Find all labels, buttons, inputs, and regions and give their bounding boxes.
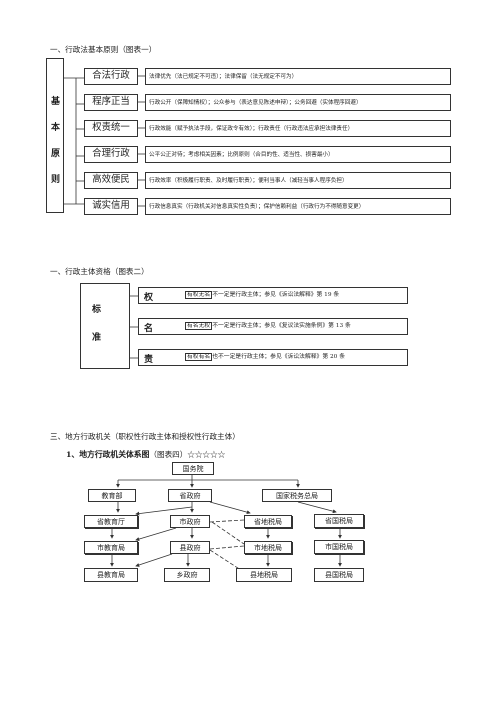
principle-desc-box: 行政效能（赋予执法手段，保证政令有效）；行政责任（行政违法应承担法律责任） (145, 120, 451, 137)
principle-desc-box: 行政效率（积极履行职责、及时履行职责）；便利当事人（减轻当事人程序负担） (145, 172, 451, 189)
section1-heading: 一、行政法基本原则（图表一） (50, 45, 157, 54)
principle-name: 程序正当 (84, 94, 138, 111)
principles-side-box (46, 58, 64, 213)
section2-heading: 一、行政主体资格（图表二） (50, 267, 149, 276)
principle-desc-box: 公平公正对待；考虑相关因素；比例原则（合目的性、适当性、损害最小） (145, 146, 451, 163)
principle-desc: 行政效率（积极履行职责、及时履行职责）；便利当事人（减轻当事人程序负担） (149, 178, 348, 184)
org-prov-local-tax: 省地税局 (244, 515, 292, 528)
org-county-gov: 县政府 (170, 541, 210, 554)
principle-desc: 行政公开（保障知情权）；公众参与（表达意见陈述申辩）；公务回避（实体程序回避） (149, 100, 362, 106)
principle-name: 权责统一 (84, 120, 138, 137)
org-ministry-education: 教育部 (88, 489, 136, 502)
org-prov-education: 省教育厅 (84, 515, 138, 528)
side-label-char: 准 (92, 333, 102, 343)
standard-highlight: 有名无权 (185, 322, 213, 330)
principle-name: 合法行政 (84, 68, 138, 85)
section3-subheading-line: 1、地方行政机关体系图（图表四）☆☆☆☆☆ (66, 442, 225, 461)
standard-text: 有权无名不一定是行政主体；参见《诉讼法解释》第 19 条 (185, 291, 339, 300)
org-city-gov: 市政府 (170, 515, 210, 528)
standard-label: 责 (144, 355, 154, 365)
section3-subheading: 1、地方行政机关体系图 (66, 450, 150, 459)
org-city-national-tax: 市国税局 (314, 540, 364, 554)
standard-desc: 不一定是行政主体；参见《诉讼法解释》第 19 条 (212, 292, 340, 298)
org-provincial-gov: 省政府 (168, 489, 212, 502)
org-state-council: 国务院 (172, 462, 214, 475)
principle-desc: 公平公正对待；考虑相关因素；比例原则（合目的性、适当性、损害最小） (149, 152, 334, 158)
principle-name: 合理行政 (84, 146, 138, 163)
principle-desc-box: 行政公开（保障知情权）；公众参与（表达意见陈述申辩）；公务回避（实体程序回避） (145, 94, 451, 111)
standard-highlight: 有权无名 (185, 291, 213, 299)
org-city-local-tax: 市地税局 (244, 541, 292, 554)
principle-name: 高效便民 (84, 172, 138, 189)
principle-name: 诚实信用 (84, 198, 138, 215)
org-prov-national-tax: 省国税局 (314, 514, 364, 528)
side-label-char: 原 (51, 149, 61, 159)
principle-desc: 行政效能（赋予执法手段，保证政令有效）；行政责任（行政违法应承担法律责任） (149, 126, 354, 132)
side-label-char: 标 (92, 305, 102, 315)
org-town-gov: 乡政府 (164, 568, 210, 582)
org-county-national-tax: 县国税局 (314, 568, 364, 582)
side-label-char: 则 (51, 175, 61, 185)
principle-desc: 行政信息真实（行政机关对信息真实性负责）；保护信赖利益（行政行为不得随意变更） (149, 204, 365, 210)
standard-row: 权 (138, 287, 408, 304)
standard-label: 权 (144, 293, 154, 303)
section3-heading: 三、地方行政机关（职权性行政主体和授权性行政主体） (50, 432, 240, 441)
standard-label: 名 (144, 324, 154, 334)
org-city-education: 市教育局 (84, 541, 138, 554)
org-county-local-tax: 县地税局 (236, 568, 292, 582)
standard-text: 有权有名也不一定是行政主体；参见《诉讼法解释》第 20 条 (185, 353, 345, 362)
standard-row: 责 (138, 349, 408, 366)
principle-desc: 法律优先（法已规定不可违）；法律保留（法无规定不可为） (149, 74, 298, 80)
standard-highlight: 有权有名 (185, 353, 213, 361)
side-label-char: 基 (51, 97, 61, 107)
principle-desc-box: 法律优先（法已规定不可违）；法律保留（法无规定不可为） (145, 68, 451, 85)
section3-subheading-note: （图表四）☆☆☆☆☆ (149, 450, 226, 459)
standard-text: 有名无权不一定是行政主体；参见《复议法实施条例》第 13 条 (185, 322, 351, 331)
standard-desc: 也不一定是行政主体；参见《诉讼法解释》第 20 条 (212, 354, 345, 360)
org-county-education: 县教育局 (84, 568, 138, 582)
org-state-tax: 国家税务总局 (262, 489, 332, 502)
standard-row: 名 (138, 318, 408, 335)
standard-side-box (80, 283, 130, 369)
standard-desc: 不一定是行政主体；参见《复议法实施条例》第 13 条 (212, 323, 351, 329)
principle-desc-box: 行政信息真实（行政机关对信息真实性负责）；保护信赖利益（行政行为不得随意变更） (145, 198, 451, 215)
side-label-char: 本 (51, 123, 61, 133)
